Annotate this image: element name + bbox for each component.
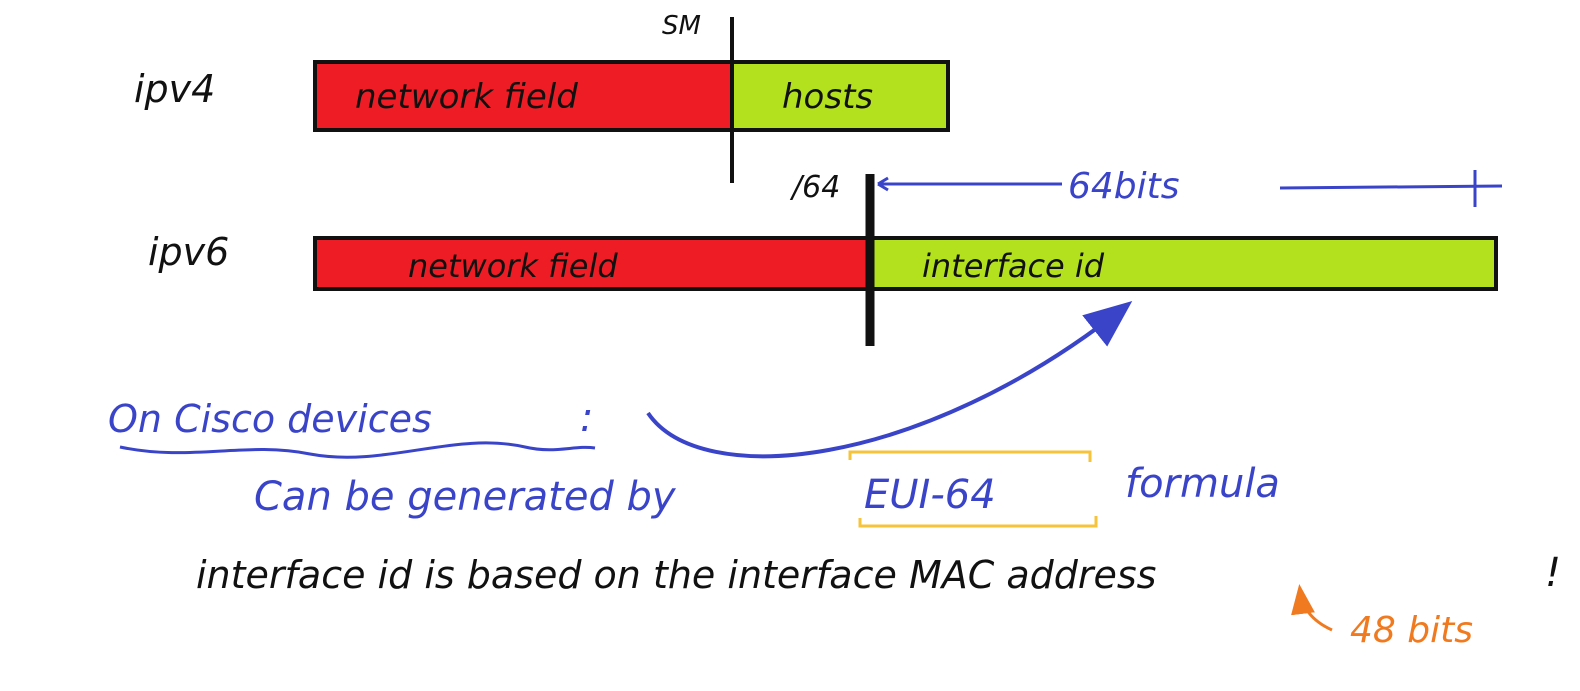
ipv6-interface-id-label: interface id [922,247,1105,285]
mac-bits-label: 48 bits [1350,610,1473,651]
mac-bits-pointer-arrow [1291,584,1333,632]
mac-address-exclamation: ! [1545,550,1561,596]
mac-address-note: interface id is based on the interface M… [196,553,1156,597]
ipv4-hosts-label: hosts [782,77,873,117]
cisco-devices-note: On Cisco devices [108,397,432,441]
eui-64-formula-name: EUI-64 [864,472,996,518]
ipv6-prefix-label: /64 [789,170,840,205]
ipv4-network-field-label: network field [355,77,578,117]
ipv6-bit-span-label: 64bits [1068,166,1180,207]
ipv6-network-field-box [313,236,872,291]
ipv4-row: ipv4 SM network field hosts [134,11,950,183]
formula-word: formula [1125,461,1280,507]
cisco-notes: On Cisco devices : Can be generated by E… [108,395,1561,651]
interface-id-pointer-arrow [646,301,1133,459]
eui-64-highlight-box [848,450,1098,528]
generated-by-note: Can be generated by [254,474,677,520]
cisco-note-underline [119,441,596,459]
cisco-note-colon: : [580,395,593,441]
ipv6-row: ipv6 /64 network field interface id 64bi… [148,166,1503,459]
ipv6-bit-span-start-arrow [877,176,889,192]
ipv4-subnet-mask-label: SM [662,11,701,41]
ipv4-hosts-box [730,60,950,132]
ipv6-network-field-label: network field [408,247,618,285]
ipv6-label: ipv6 [148,230,229,274]
ipv4-label: ipv4 [134,67,215,111]
ipv6-bit-span-right-line [1279,184,1503,190]
